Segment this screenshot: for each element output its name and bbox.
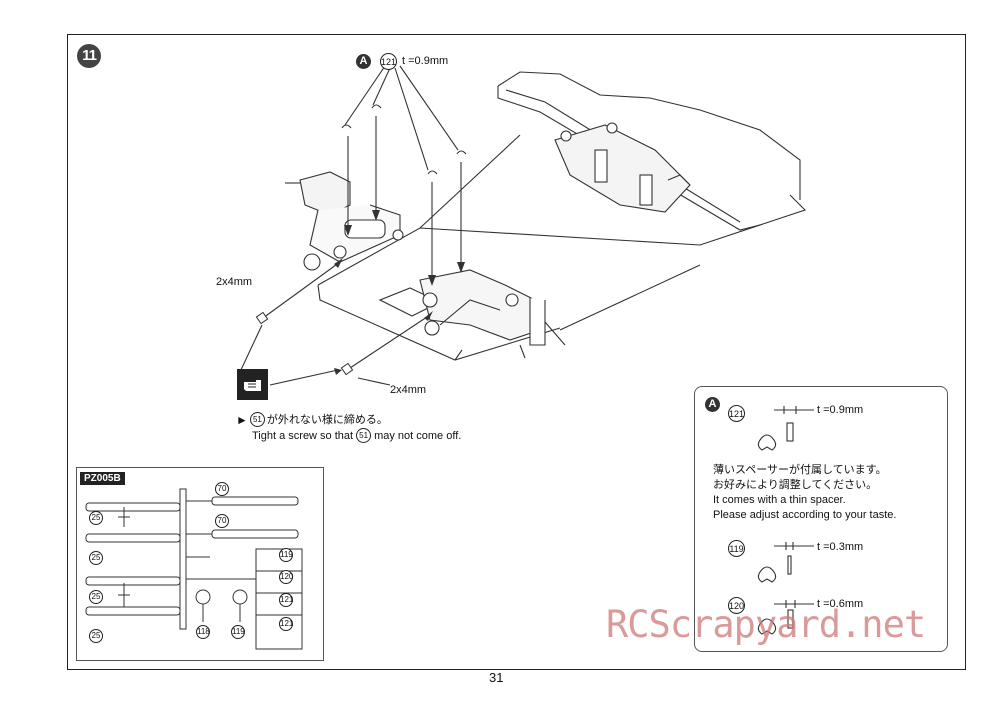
tighten-note-jp: ► 51 が外れない様に締める。 <box>236 412 388 427</box>
part-number-25-b: 25 <box>89 551 103 565</box>
watermark: RCScrapyard.net <box>606 603 926 646</box>
part-number-121-grid-b: 121 <box>279 617 293 631</box>
step-number-badge: 11 <box>77 44 101 68</box>
part-number-70-a: 70 <box>215 482 229 496</box>
spacer-part-number-121: 121 <box>728 405 745 422</box>
note-en-before: Tight a screw so that <box>252 429 354 442</box>
spacer-thickness-119: t =0.3mm <box>817 541 864 553</box>
part-number-70-b: 70 <box>215 514 229 528</box>
right-screw-label: 2x4mm <box>390 384 427 396</box>
detail-a-badge: A <box>705 397 720 412</box>
callout-a-badge: A <box>356 54 371 69</box>
page-number: 31 <box>489 670 504 685</box>
spacer-part-number-119: 119 <box>728 540 745 557</box>
spacer-part-number-120: 120 <box>728 597 745 614</box>
part-number-120-grid: 120 <box>279 570 293 584</box>
note-ref-number: 51 <box>249 412 265 427</box>
part-number-121-grid-a: 121 <box>279 593 293 607</box>
parts-tree-label: PZ005B <box>80 472 125 485</box>
spacer-thickness-121: t =0.9mm <box>817 404 864 416</box>
part-number-25-a: 25 <box>89 511 103 525</box>
part-number-25-d: 25 <box>89 629 103 643</box>
detail-jp-line1: 薄いスペーサーが付属しています。 <box>713 464 887 476</box>
part-number-25-c: 25 <box>89 590 103 604</box>
note-marker-icon: ► <box>236 412 248 427</box>
callout-a-part-number: 121 <box>380 53 397 70</box>
note-jp-text: が外れない様に締める。 <box>266 413 388 426</box>
spacer-thickness-120: t =0.6mm <box>817 598 864 610</box>
note-en-ref-number: 51 <box>356 428 372 443</box>
part-number-118: 118 <box>196 625 210 639</box>
detail-en-line1: It comes with a thin spacer. <box>713 494 846 506</box>
note-en-after: may not come off. <box>374 429 462 442</box>
detail-jp-line2: お好みにより調整してください。 <box>713 479 878 491</box>
tighten-note-en: Tight a screw so that 51 may not come of… <box>252 428 461 443</box>
left-screw-label: 2x4mm <box>216 276 253 288</box>
tighten-hand-icon <box>237 369 268 400</box>
detail-en-line2: Please adjust according to your taste. <box>713 509 897 521</box>
spacer-diagrams <box>757 406 814 635</box>
callout-a-thickness: t =0.9mm <box>402 55 449 67</box>
instruction-frame <box>67 34 966 670</box>
part-number-119-grid: 119 <box>279 548 293 562</box>
part-number-119-bottom: 119 <box>231 625 245 639</box>
